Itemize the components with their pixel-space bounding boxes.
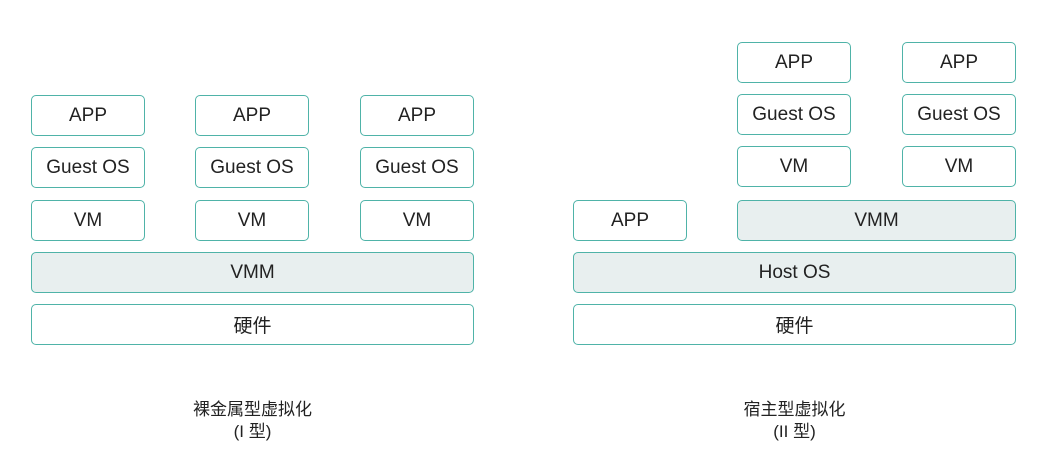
left-app-label-1: APP — [68, 104, 108, 126]
left-vm-label-2: VM — [237, 209, 267, 231]
hosted-caption: 宿主型虚拟化 (II 型) — [573, 399, 1016, 443]
right-guest-os-label-2: Guest OS — [917, 103, 1001, 125]
hosted-caption-sub: (II 型) — [773, 422, 816, 441]
right-vm-label-1: VM — [779, 155, 809, 177]
right-guest-os-box-2: Guest OS — [902, 94, 1016, 135]
left-vm-label-3: VM — [402, 209, 432, 231]
right-vmm-label: VMM — [854, 209, 899, 231]
right-hardware-label: 硬件 — [775, 316, 814, 337]
right-vm-label-2: VM — [944, 155, 974, 177]
right-vm-box-2: VM — [902, 146, 1016, 187]
left-guest-os-label-1: Guest OS — [46, 156, 130, 178]
right-app-label-2: APP — [939, 51, 979, 73]
right-host-os-layer: Host OS — [573, 252, 1016, 293]
bare-metal-caption: 裸金属型虚拟化 (I 型) — [31, 399, 474, 443]
right-hardware-layer: 硬件 — [573, 304, 1016, 345]
right-host-app-box: APP — [573, 200, 687, 241]
bare-metal-caption-sub: (I 型) — [233, 422, 272, 441]
left-app-label-3: APP — [397, 104, 437, 126]
left-hardware-layer: 硬件 — [31, 304, 474, 345]
right-host-app-label: APP — [610, 209, 650, 231]
right-vm-box-1: VM — [737, 146, 851, 187]
right-guest-os-label-1: Guest OS — [752, 103, 836, 125]
right-guest-os-box-1: Guest OS — [737, 94, 851, 135]
hosted-caption-title: 宿主型虚拟化 — [743, 400, 846, 419]
right-app-box-1: APP — [737, 42, 851, 83]
left-guest-os-box-1: Guest OS — [31, 147, 145, 188]
left-app-box-2: APP — [195, 95, 309, 136]
right-app-box-2: APP — [902, 42, 1016, 83]
left-vmm-layer: VMM — [31, 252, 474, 293]
left-app-box-1: APP — [31, 95, 145, 136]
left-vm-box-3: VM — [360, 200, 474, 241]
left-vm-box-2: VM — [195, 200, 309, 241]
left-guest-os-label-3: Guest OS — [375, 156, 459, 178]
right-vmm-layer: VMM — [737, 200, 1016, 241]
left-guest-os-box-3: Guest OS — [360, 147, 474, 188]
left-vmm-label: VMM — [230, 261, 275, 283]
left-vm-label-1: VM — [73, 209, 103, 231]
right-app-label-1: APP — [774, 51, 814, 73]
bare-metal-caption-title: 裸金属型虚拟化 — [193, 400, 312, 419]
left-hardware-label: 硬件 — [233, 316, 272, 337]
left-guest-os-box-2: Guest OS — [195, 147, 309, 188]
right-host-os-label: Host OS — [758, 261, 831, 283]
left-app-box-3: APP — [360, 95, 474, 136]
left-guest-os-label-2: Guest OS — [210, 156, 294, 178]
left-app-label-2: APP — [232, 104, 272, 126]
left-vm-box-1: VM — [31, 200, 145, 241]
